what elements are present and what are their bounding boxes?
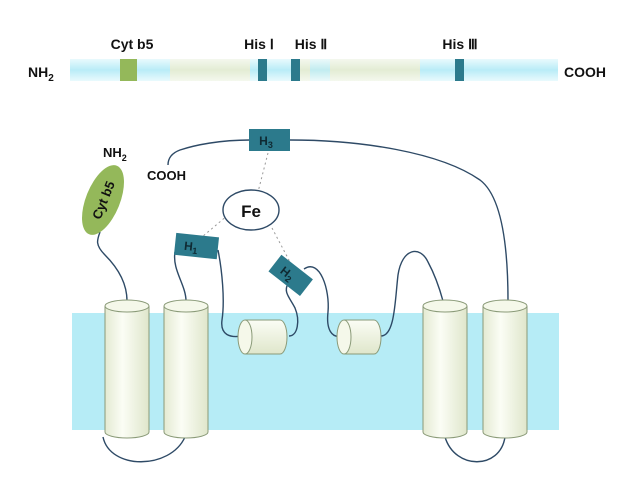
his-box-h2: H2 [268, 254, 313, 296]
his2-motif-band [291, 59, 300, 81]
amphipathic-helix-2 [336, 319, 382, 355]
amphipathic-helix-1 [237, 319, 288, 355]
tm-helix-1 [104, 299, 150, 439]
his1-motif-band [258, 59, 267, 81]
his2-motif-label: His Ⅱ [295, 36, 328, 52]
c-terminus-label: COOH [564, 64, 606, 80]
n-terminus-label: NH2 [28, 64, 54, 84]
domain-bar-segment [310, 59, 330, 81]
his3-motif-band [455, 59, 464, 81]
linear-domain-map: Cyt b5 His Ⅰ His Ⅱ His Ⅲ NH2 COOH [28, 36, 606, 84]
his-box-h1: H1 [173, 232, 220, 260]
svg-text:H1: H1 [183, 239, 198, 256]
tm-helix-3 [422, 299, 468, 439]
cooh-terminus-label: COOH [147, 168, 186, 183]
cytb5-domain: Cyt b5 [82, 165, 124, 235]
nh2-terminus-label: NH2 [103, 145, 127, 163]
svg-text:H3: H3 [259, 134, 273, 150]
cytb5-motif-band [120, 59, 137, 81]
his1-motif-label: His Ⅰ [244, 36, 274, 52]
iron-center: Fe [222, 189, 280, 231]
tm-helix-2 [163, 299, 209, 439]
tm-helix-4 [482, 299, 528, 439]
iron-coordination-lines [201, 152, 291, 263]
his-box-h3: H3 [249, 129, 290, 151]
membrane-band [72, 313, 559, 430]
fe-label: Fe [241, 202, 261, 221]
cytb5-motif-label: Cyt b5 [111, 36, 154, 52]
polypeptide-chain [96, 139, 509, 463]
domain-bar-segment [170, 59, 250, 81]
his3-motif-label: His Ⅲ [442, 36, 477, 52]
